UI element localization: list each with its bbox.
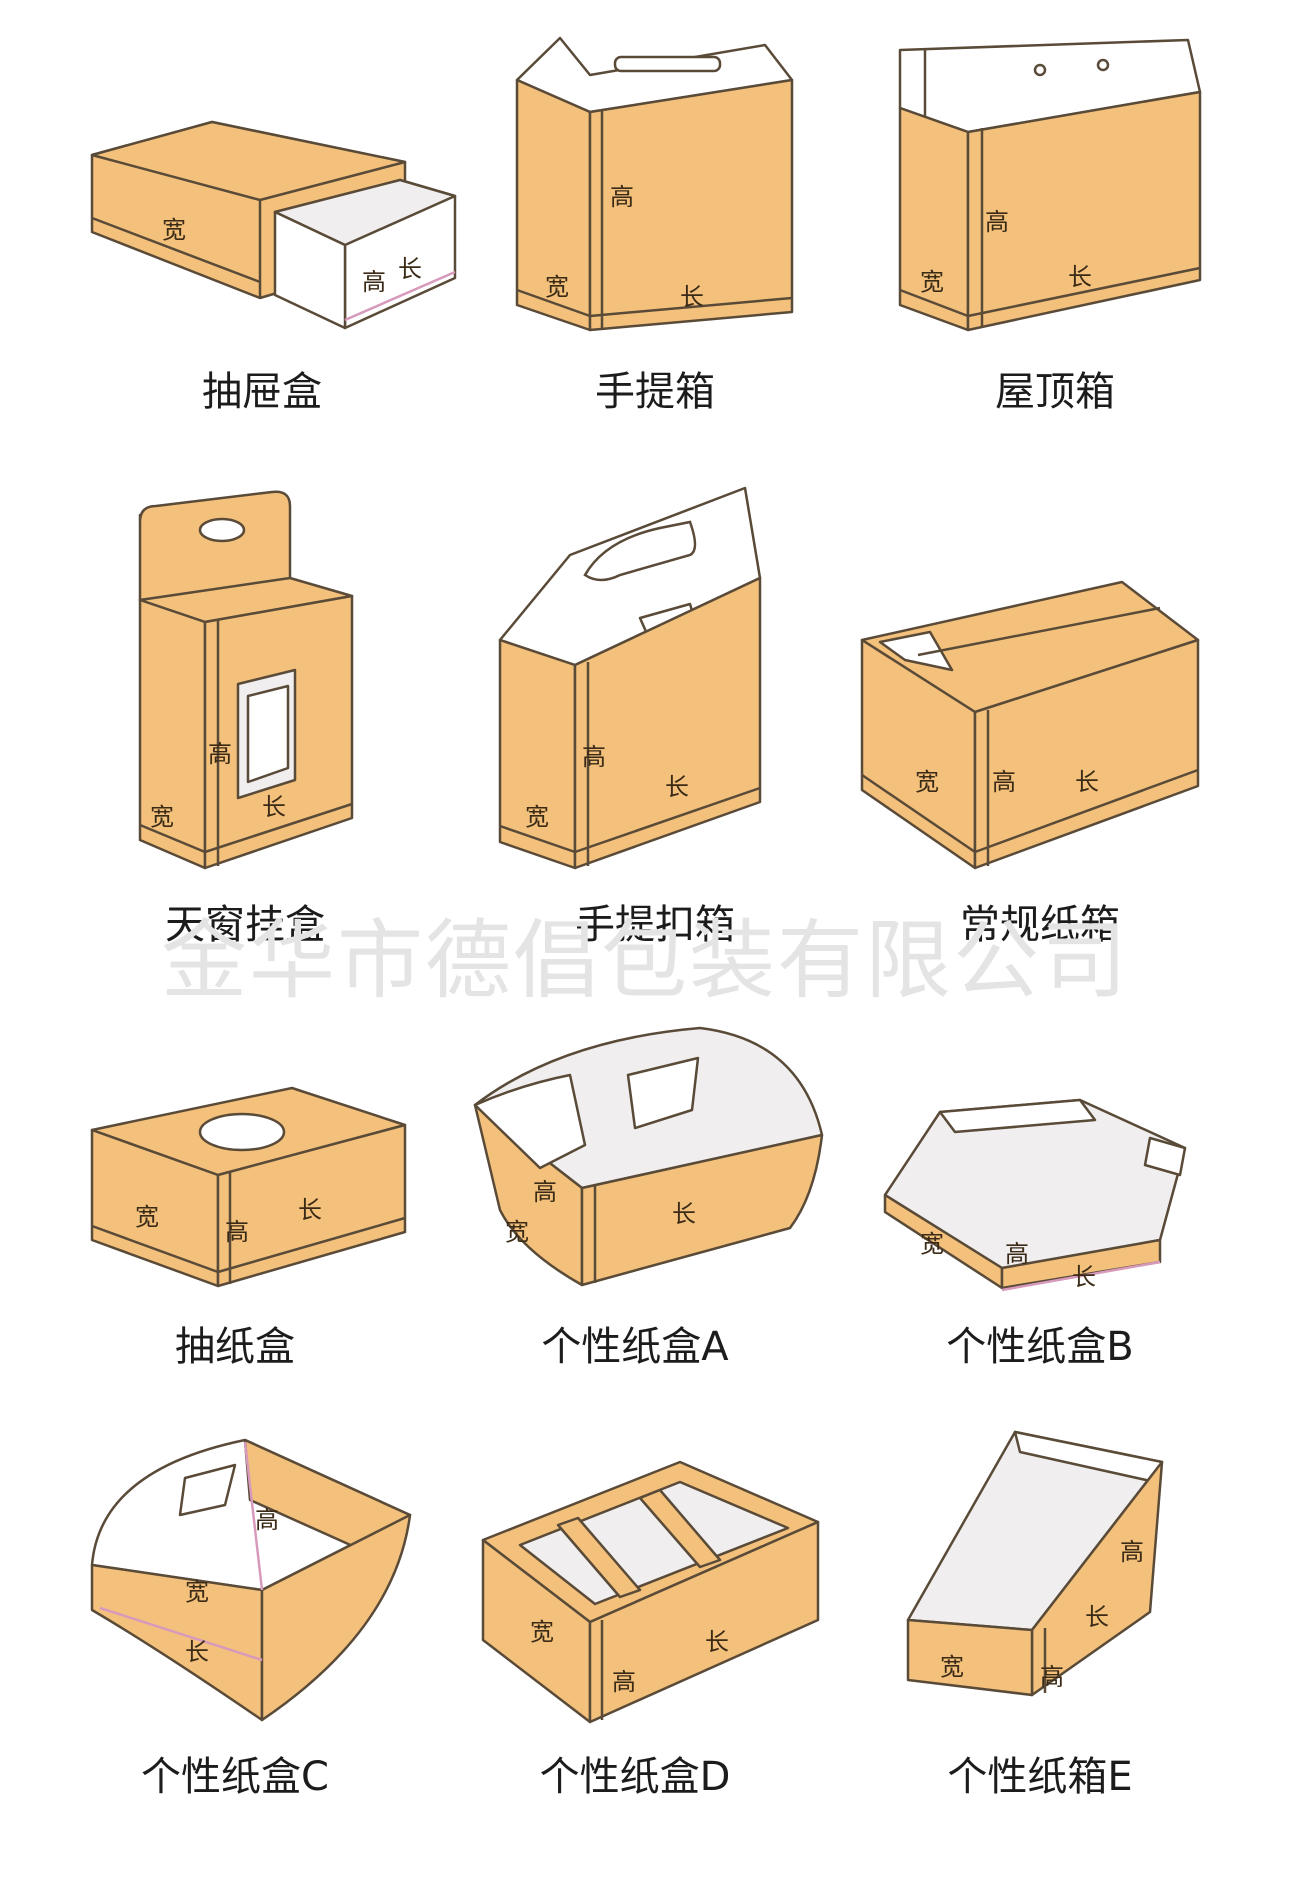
label-height: 高 [612,1668,636,1696]
caption-handle-box: 手提箱 [595,369,715,415]
label-width: 宽 [135,1203,159,1231]
carton-flap-open [878,630,954,672]
label-height: 高 [1120,1538,1144,1566]
custom-d-divider-2 [638,1488,722,1569]
caption-custom-box-d: 个性纸盒D [540,1754,731,1800]
company-watermark: 金华市德倡包装有限公司 [161,911,1129,1011]
roof-front [966,90,1202,332]
custom-a-left-tab [473,1073,587,1170]
custom-d-interior [518,1480,790,1606]
label-length: 长 [398,255,422,283]
label-height: 高 [610,183,634,211]
custom-c-flap [178,1463,237,1517]
label-height: 高 [255,1506,279,1534]
drawer-sleeve-top [90,120,407,202]
label-length: 长 [705,1628,729,1656]
label-length: 长 [1075,768,1099,796]
label-length: 长 [680,283,704,311]
box-handle: 高 宽 长 手提箱 [515,36,794,415]
custom-d-divider-1 [556,1516,642,1599]
box-roof: 高 宽 长 屋顶箱 [898,38,1202,415]
caption-custom-box-a: 个性纸盒A [541,1324,729,1370]
custom-c-front [260,1513,412,1722]
label-width: 宽 [920,268,944,296]
custom-a-flap [626,1056,700,1130]
roof-hole-right [1096,58,1110,72]
caption-buckle-handle-box: 手提扣箱 [575,902,735,948]
box-custom-e: 高 长 宽 高 个性纸箱E [906,1430,1164,1800]
label-height: 高 [533,1178,557,1206]
buckle-front [573,576,762,870]
label-height: 高 [985,208,1009,236]
caption-custom-box-b: 个性纸盒B [946,1324,1133,1370]
box-tissue: 宽 高 长 抽纸盒 [90,1086,407,1370]
caption-custom-carton-e: 个性纸箱E [947,1754,1132,1800]
caption-window-hang-box: 天窗挂盒 [165,902,325,948]
caption-roof-box: 屋顶箱 [995,369,1115,415]
label-length: 长 [665,773,689,801]
buckle-handle-cutout [583,520,697,582]
label-width: 宽 [525,803,549,831]
box-custom-b: 宽 高 长 个性纸盒B [883,1098,1187,1370]
custom-c-side [90,1563,264,1722]
label-height: 高 [208,740,232,768]
label-width: 宽 [940,1653,964,1681]
caption-tissue-box: 抽纸盒 [175,1324,295,1370]
tissue-front [216,1123,407,1288]
caption-drawer-box: 抽屉盒 [202,369,322,415]
label-length: 长 [672,1200,696,1228]
roof-hole-left [1033,63,1047,77]
label-width: 宽 [150,803,174,831]
label-length: 长 [1072,1263,1096,1291]
label-height: 高 [362,268,386,296]
box-custom-c: 高 宽 长 个性纸盒C [90,1438,412,1800]
custom-e-front [906,1618,1034,1697]
custom-a-front [580,1133,824,1287]
label-height: 高 [1005,1240,1029,1268]
handle-front [588,78,794,332]
box-custom-d: 宽 高 长 个性纸盒D [481,1460,820,1800]
tissue-opening [198,1112,286,1152]
box-custom-a: 高 宽 长 个性纸盒A [473,1026,824,1370]
label-width: 宽 [162,216,186,244]
box-buckle-handle: 高 宽 长 手提扣箱 [498,486,762,948]
box-drawer: 宽 高 长 抽屉盒 [90,120,457,415]
label-width: 宽 [185,1578,209,1606]
carton-front [973,638,1200,870]
label-width: 宽 [530,1618,554,1646]
hanger-tab [138,490,292,602]
box-regular-carton: 高 宽 长 常规纸箱 [860,580,1200,948]
label-width: 宽 [545,273,569,301]
buckle-side [498,638,577,870]
label-length: 长 [1085,1603,1109,1631]
hanger-hole [198,517,246,543]
label-height: 高 [992,768,1016,796]
label-height: 高 [225,1218,249,1246]
custom-d-front [588,1520,820,1724]
label-length: 长 [262,793,286,821]
box-window-hanger: 高 宽 长 天窗挂盒 [138,490,354,948]
label-length: 长 [185,1638,209,1666]
label-length: 长 [1068,263,1092,291]
caption-regular-carton: 常规纸箱 [960,902,1120,948]
label-height: 高 [1040,1663,1064,1691]
label-width: 宽 [920,1230,944,1258]
label-height: 高 [582,743,606,771]
label-width: 宽 [915,768,939,796]
roof-side [898,106,970,332]
caption-custom-box-c: 个性纸盒C [141,1754,329,1800]
label-width: 宽 [505,1218,529,1246]
label-length: 长 [298,1196,322,1224]
handle-cutout [613,55,722,73]
